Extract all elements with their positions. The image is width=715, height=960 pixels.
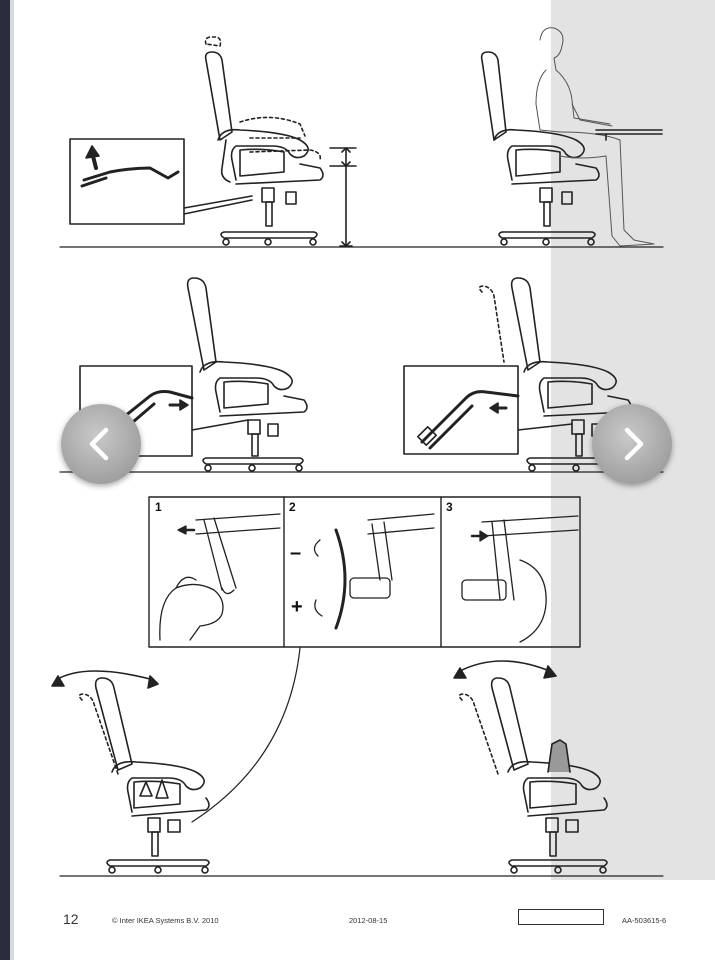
step-1-illustration <box>159 513 281 641</box>
chevron-left-icon <box>89 427 109 461</box>
callout-line <box>191 647 301 823</box>
document-code: AA-503615-6 <box>622 916 667 925</box>
page-edge-highlight <box>10 0 14 960</box>
minus-symbol: – <box>290 542 302 564</box>
chair-lever-in <box>186 277 308 472</box>
step-number-3: 3 <box>446 500 453 514</box>
steps-panel <box>148 496 581 648</box>
step-number-1: 1 <box>155 500 162 514</box>
blank-label-box <box>518 909 604 925</box>
page-footer: 12 © Inter IKEA Systems B.V. 2010 2012-0… <box>0 900 715 940</box>
chair-with-person <box>480 27 663 247</box>
inset-lever-up <box>69 138 253 225</box>
chair-tilt-left <box>51 670 210 874</box>
step-2-illustration <box>313 513 435 630</box>
plus-symbol: + <box>291 596 303 618</box>
inset-lever-pull-out <box>403 365 573 455</box>
chevron-right-icon <box>624 427 644 461</box>
page-number: 12 <box>63 911 79 927</box>
page-edge <box>0 0 10 960</box>
next-page-button[interactable] <box>592 404 672 484</box>
chair-tilt-right <box>453 660 608 874</box>
step-3-illustration <box>461 515 579 643</box>
chair-height-adjust <box>204 36 357 247</box>
copyright-text: © Inter IKEA Systems B.V. 2010 <box>112 916 219 925</box>
print-date: 2012-08-15 <box>349 916 388 925</box>
step-number-2: 2 <box>289 500 296 514</box>
previous-page-button[interactable] <box>61 404 141 484</box>
